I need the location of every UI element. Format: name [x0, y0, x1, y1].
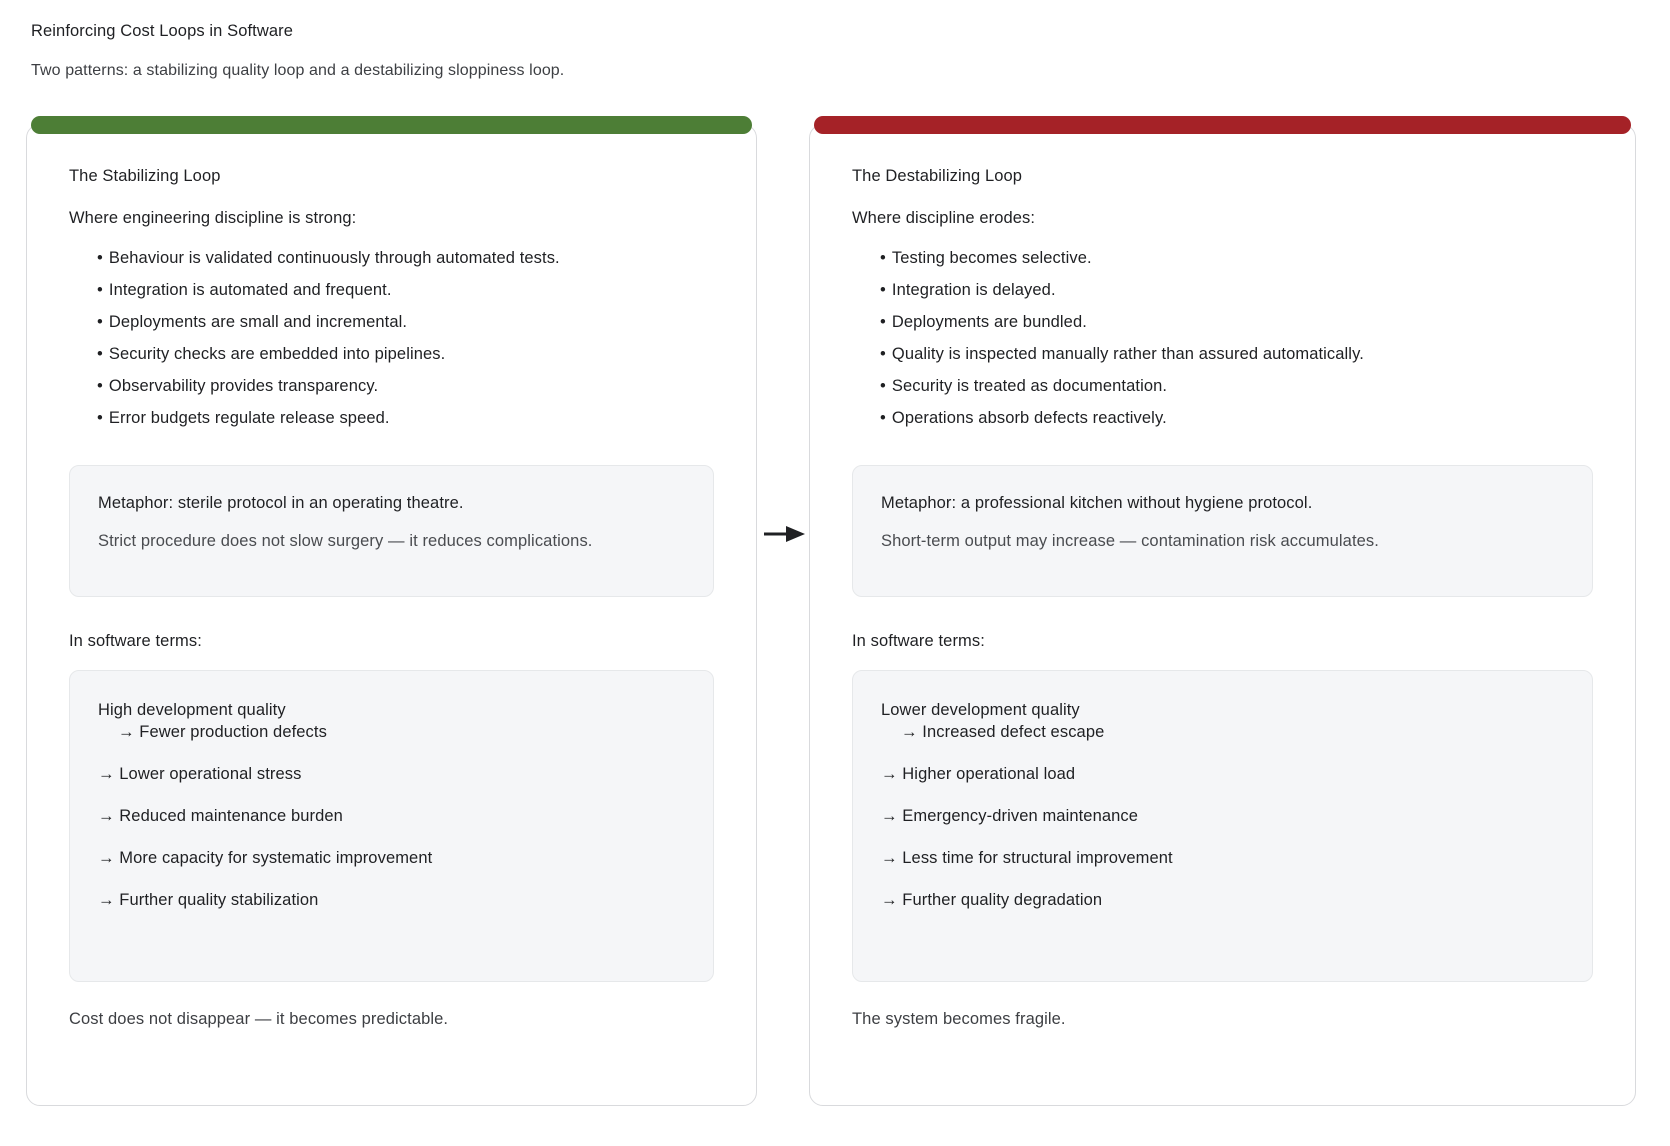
list-item: • Operations absorb defects reactively. — [880, 407, 1593, 429]
bullet-dot-icon: • — [880, 313, 886, 331]
chain-step: → More capacity for systematic improveme… — [98, 849, 433, 867]
chain-step: → Lower operational stress — [98, 765, 302, 783]
list-item: • Security checks are embedded into pipel… — [97, 343, 714, 365]
chain-step: → Further quality degradation — [881, 891, 1103, 909]
bullet-dot-icon: • — [97, 249, 103, 267]
bullet-dot-icon: • — [880, 249, 886, 267]
section-label-software-terms: In software terms: — [69, 632, 202, 650]
chain-head-sub: → Increased defect escape — [901, 723, 1105, 741]
condition-list: • Behaviour is validated continuously thr… — [69, 247, 714, 429]
list-item-label: Testing becomes selective. — [891, 249, 1092, 267]
condition-list: • Testing becomes selective. • Integration… — [852, 247, 1593, 429]
chain-step: → Emergency-driven maintenance — [881, 807, 1139, 825]
list-item: • Observability provides transparency. — [97, 375, 714, 397]
list-item-label: Security checks are embedded into pipeli… — [108, 345, 446, 363]
bullet-dot-icon: • — [880, 409, 886, 427]
bullet-dot-icon: • — [880, 281, 886, 299]
chain-head-label: High development quality — [98, 701, 286, 719]
list-item-label: Deployments are bundled. — [891, 313, 1087, 331]
chain-step: → Further quality stabilization — [98, 891, 319, 909]
list-item: • Deployments are small and incremental. — [97, 311, 714, 333]
card-destabilizing-loop: The Destabilizing Loop Where discipline … — [809, 116, 1636, 1106]
card-footnote: The system becomes fragile. — [852, 1010, 1066, 1028]
card-accent-bar-red — [814, 116, 1631, 134]
metaphor-title: Metaphor: sterile protocol in an operati… — [98, 494, 464, 512]
list-item: • Behaviour is validated continuously thr… — [97, 247, 714, 269]
bullet-dot-icon: • — [97, 345, 103, 363]
page-subtitle: Two patterns: a stabilizing quality loop… — [31, 62, 565, 79]
card-stabilizing-loop: The Stabilizing Loop Where engineering d… — [26, 116, 757, 1106]
chain-head: Lower development quality → Increased de… — [881, 699, 1564, 743]
chain-head: High development quality → Fewer product… — [98, 699, 685, 743]
chain-step: → Higher operational load — [881, 765, 1076, 783]
chain-step: → Reduced maintenance burden — [98, 807, 343, 825]
card-lead: Where engineering discipline is strong: — [69, 209, 357, 227]
arrow-right-icon — [764, 523, 806, 545]
bullet-dot-icon: • — [97, 313, 103, 331]
page-title: Reinforcing Cost Loops in Software — [31, 22, 294, 40]
card-lead: Where discipline erodes: — [852, 209, 1036, 227]
list-item-label: Error budgets regulate release speed. — [108, 409, 390, 427]
bullet-dot-icon: • — [880, 345, 886, 363]
chain-step: → Less time for structural improvement — [881, 849, 1173, 867]
list-item-label: Deployments are small and incremental. — [108, 313, 408, 331]
bullet-dot-icon: • — [97, 409, 103, 427]
metaphor-note: Short-term output may increase — contami… — [881, 532, 1379, 550]
list-item: • Quality is inspected manually rather th… — [880, 343, 1593, 365]
metaphor-panel: Metaphor: a professional kitchen without… — [852, 465, 1593, 597]
card-accent-bar-green — [31, 116, 752, 134]
list-item-label: Quality is inspected manually rather tha… — [891, 345, 1364, 363]
bullet-dot-icon: • — [880, 377, 886, 395]
list-item: • Integration is automated and frequent. — [97, 279, 714, 301]
metaphor-note: Strict procedure does not slow surgery —… — [98, 532, 593, 550]
card-content-stabilizing: The Stabilizing Loop Where engineering d… — [27, 125, 756, 1030]
list-item-label: Observability provides transparency. — [108, 377, 379, 395]
bullet-dot-icon: • — [97, 281, 103, 299]
section-label-software-terms: In software terms: — [852, 632, 985, 650]
list-item-label: Integration is automated and frequent. — [108, 281, 392, 299]
list-item: • Deployments are bundled. — [880, 311, 1593, 333]
list-item-label: Security is treated as documentation. — [891, 377, 1168, 395]
card-heading: The Destabilizing Loop — [852, 167, 1023, 185]
card-content-destabilizing: The Destabilizing Loop Where discipline … — [810, 125, 1635, 1030]
card-heading: The Stabilizing Loop — [69, 167, 221, 185]
metaphor-title: Metaphor: a professional kitchen without… — [881, 494, 1313, 512]
list-item: • Integration is delayed. — [880, 279, 1593, 301]
list-item-label: Integration is delayed. — [891, 281, 1056, 299]
list-item: • Error budgets regulate release speed. — [97, 407, 714, 429]
list-item: • Security is treated as documentation. — [880, 375, 1593, 397]
chain-head-label: Lower development quality — [881, 701, 1080, 719]
list-item-label: Operations absorb defects reactively. — [891, 409, 1167, 427]
card-footnote: Cost does not disappear — it becomes pre… — [69, 1010, 449, 1028]
chain-head-sub: → Fewer production defects — [118, 723, 327, 741]
metaphor-panel: Metaphor: sterile protocol in an operati… — [69, 465, 714, 597]
causal-chain-panel: High development quality → Fewer product… — [69, 670, 714, 982]
list-item-label: Behaviour is validated continuously thro… — [108, 249, 560, 267]
list-item: • Testing becomes selective. — [880, 247, 1593, 269]
causal-chain-panel: Lower development quality → Increased de… — [852, 670, 1593, 982]
bullet-dot-icon: • — [97, 377, 103, 395]
